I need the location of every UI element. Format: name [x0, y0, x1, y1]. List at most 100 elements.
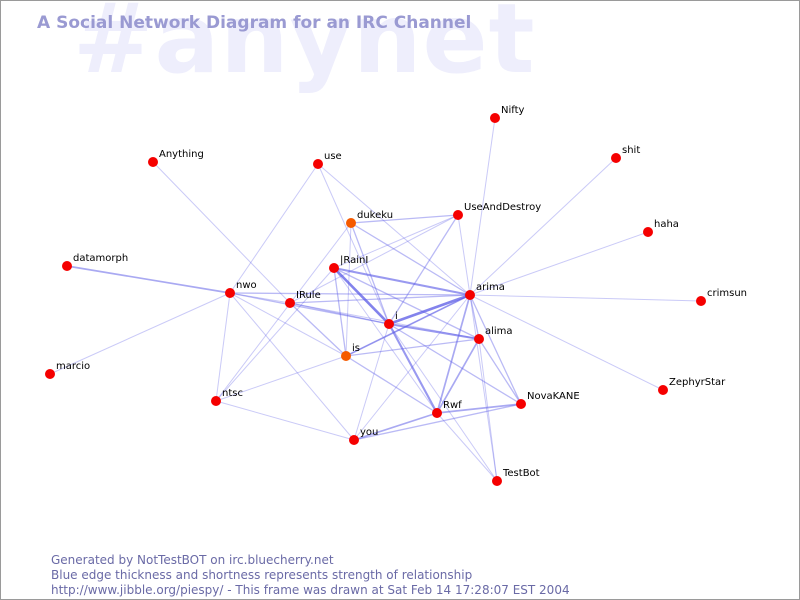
node-label: shit [622, 145, 640, 156]
node-label: ntsc [222, 388, 243, 399]
node-IRule: IRule [285, 290, 321, 308]
node-dot [474, 334, 484, 344]
node-label: ZephyrStar [669, 377, 726, 388]
edge-IRainI-alima [333, 267, 480, 340]
node-dot [696, 296, 706, 306]
edge-crimsun-arima [469, 294, 702, 302]
edge-alima-TestBot [478, 338, 498, 482]
node-dot [349, 435, 359, 445]
edge-Rwf-NovaKANE [436, 403, 522, 414]
node-dot [516, 399, 526, 409]
node-label: dukeku [357, 210, 393, 221]
node-label: crimsun [707, 288, 747, 299]
footer-timestamp: http://www.jibble.org/piespy/ - This fra… [51, 583, 570, 597]
node-label: |RainI [340, 255, 368, 266]
edge-nwo-IRule [229, 292, 291, 304]
node-dot [465, 290, 475, 300]
node-you: you [349, 427, 378, 445]
node-dot [313, 159, 323, 169]
edge-nwo-is [229, 292, 347, 357]
edge-arima-Rwf [436, 294, 471, 414]
node-ntsc: ntsc [211, 388, 243, 406]
node-dot [346, 218, 356, 228]
edge-nwo-you [229, 292, 355, 441]
edge-arima-TestBot [469, 294, 498, 482]
node-NovaKANE: NovaKANE [516, 391, 580, 409]
edge-Rwf-TestBot [436, 412, 498, 482]
edge-layer [49, 117, 702, 482]
node-dot [492, 476, 502, 486]
node-label: Rwf [443, 400, 462, 411]
node-is: is [341, 343, 360, 361]
node-dot [611, 153, 621, 163]
node-TestBot: TestBot [492, 468, 540, 486]
edge-arima-i [388, 293, 471, 326]
edge-UseAndDestroy-i [388, 214, 459, 325]
node-label: Nifty [501, 105, 525, 116]
node-UseAndDestroy: UseAndDestroy [453, 202, 541, 220]
edge-ZephyrStar-arima [469, 294, 664, 391]
edge-UseAndDestroy-arima [457, 214, 471, 296]
node-label: IRule [296, 290, 321, 301]
edge-UseAndDestroy-IRainI [333, 214, 459, 269]
node-label: alima [485, 326, 513, 337]
edge-i-TestBot [388, 323, 498, 482]
diagram-title: A Social Network Diagram for an IRC Chan… [37, 13, 472, 33]
edge-is-Rwf [345, 355, 438, 414]
node-dot [453, 210, 463, 220]
edge-you-arima [353, 294, 471, 441]
edge-IRainI-is [333, 267, 347, 357]
node-Anything: Anything [148, 149, 204, 167]
node-dot [384, 319, 394, 329]
node-label: datamorph [73, 253, 128, 264]
edge-marcio-nwo [49, 292, 231, 375]
edge-arima-is [345, 294, 471, 357]
edge-alima-IRule [289, 302, 480, 340]
edge-shit-arima [469, 157, 617, 296]
node-ZephyrStar: ZephyrStar [658, 377, 726, 395]
footer-legend-note: Blue edge thickness and shortness repres… [51, 568, 473, 582]
node-arima: arima [465, 282, 505, 300]
edge-use-i [317, 163, 390, 325]
node-i: i [384, 311, 398, 329]
edge-Nifty-arima [469, 117, 496, 296]
edge-haha-arima [469, 231, 649, 296]
node-dot [658, 385, 668, 395]
node-label: arima [476, 282, 505, 293]
node-datamorph: datamorph [62, 253, 128, 271]
node-label: is [352, 343, 360, 354]
node-label: haha [654, 219, 679, 230]
edge-ntsc-IRainI [215, 267, 335, 402]
node-label: UseAndDestroy [464, 202, 541, 213]
node-label: nwo [236, 280, 257, 291]
channel-watermark: #anynet [73, 0, 536, 95]
edge-use-nwo [229, 163, 319, 294]
edge-nwo-ntsc [215, 292, 231, 402]
edge-nwo-arima [229, 292, 471, 296]
node-label: you [360, 427, 378, 438]
edge-IRainI-i [333, 267, 390, 325]
edge-alima-Rwf [436, 338, 480, 414]
edge-IRainI-arima [333, 266, 471, 297]
node-dot [432, 408, 442, 418]
node-label: marcio [56, 361, 90, 372]
edge-you-i [353, 323, 390, 441]
edge-i-alima [388, 322, 480, 341]
node-dot [490, 113, 500, 123]
node-label: TestBot [502, 468, 540, 479]
edge-IRule-i [289, 302, 390, 325]
edge-ntsc-you [215, 400, 355, 441]
edge-ntsc-is [215, 355, 347, 402]
edge-arima-NovaKANE [469, 294, 522, 405]
edge-IRainI-Rwf [333, 267, 438, 414]
node-label: use [324, 151, 342, 162]
node-label: Anything [159, 149, 204, 160]
node-use: use [313, 151, 342, 169]
edge-is-arima [345, 294, 471, 357]
node-dot [62, 261, 72, 271]
node-IRainI: |RainI [329, 255, 368, 273]
node-shit: shit [611, 145, 640, 163]
node-haha: haha [643, 219, 679, 237]
